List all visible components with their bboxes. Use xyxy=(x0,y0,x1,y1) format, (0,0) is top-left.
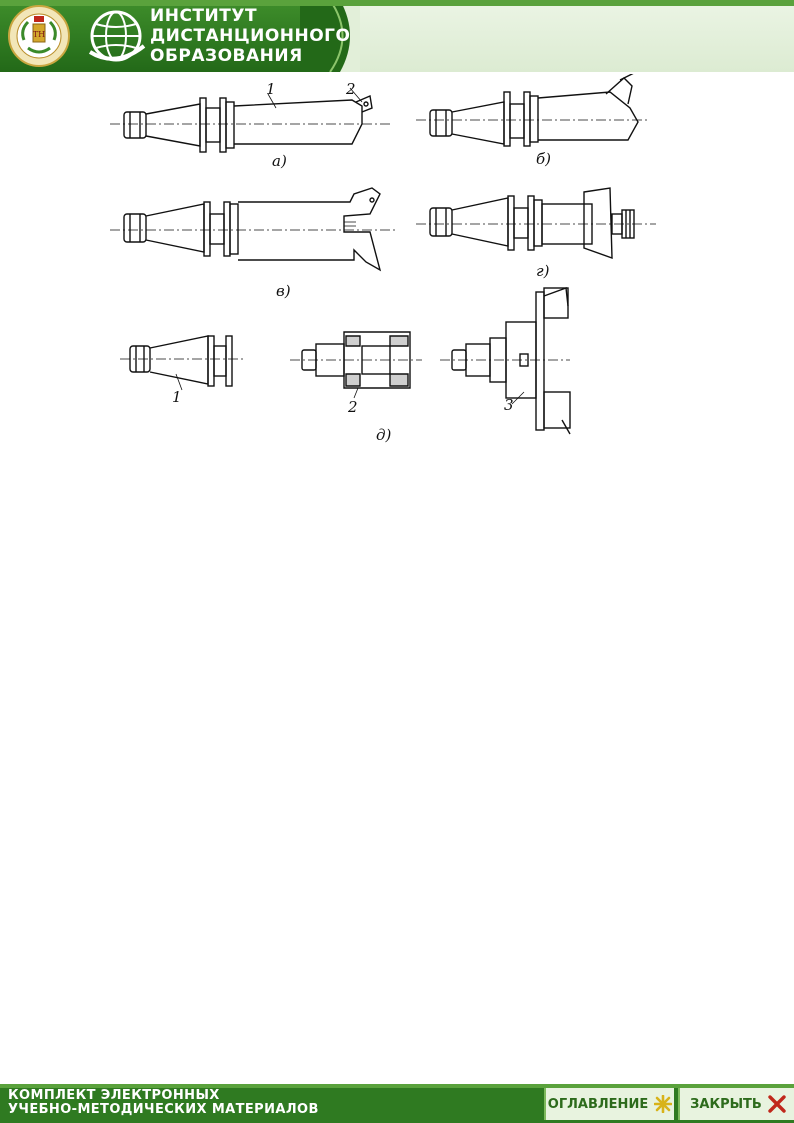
drawing-v xyxy=(110,187,396,272)
table-of-contents-button[interactable]: ОГЛАВЛЕНИЕ xyxy=(544,1088,674,1120)
table-of-contents-label: ОГЛАВЛЕНИЕ xyxy=(547,1096,649,1112)
svg-text:ТН: ТН xyxy=(33,30,45,39)
university-emblem-icon: ТН xyxy=(8,5,70,67)
label-d: д) xyxy=(376,426,392,444)
header-curve-decoration xyxy=(300,0,350,72)
close-icon xyxy=(768,1095,786,1113)
drawing-d xyxy=(120,287,571,435)
drawing-g xyxy=(416,187,656,260)
institute-title: ИНСТИТУТ ДИСТАНЦИОННОГО ОБРАЗОВАНИЯ xyxy=(150,6,350,66)
footer-title: КОМПЛЕКТ ЭЛЕКТРОННЫХ УЧЕБНО-МЕТОДИЧЕСКИХ… xyxy=(8,1089,319,1117)
header-light-panel xyxy=(360,6,794,72)
label-a: а) xyxy=(272,152,287,170)
footer-stripe xyxy=(0,1084,794,1088)
label-b: б) xyxy=(536,150,552,168)
tool-holder-drawing: а) 1 2 б) в) г) 1 2 3 д) xyxy=(100,71,670,454)
globe-icon xyxy=(88,10,146,62)
asterisk-icon xyxy=(654,1095,673,1113)
close-button[interactable]: ЗАКРЫТЬ xyxy=(678,1088,794,1120)
institute-title-line-1: ИНСТИТУТ xyxy=(150,6,258,26)
close-label: ЗАКРЫТЬ xyxy=(690,1096,762,1112)
label-d-part-1: 1 xyxy=(172,388,182,406)
label-d-part-3: 3 xyxy=(504,396,514,414)
header-bar: ТН ИНСТИТУТ ДИСТАНЦИОННОГО ОБРАЗОВАНИЯ xyxy=(0,0,794,72)
tool-holder-drawing-svg xyxy=(110,71,656,435)
footer-title-line-2: УЧЕБНО-МЕТОДИЧЕСКИХ МАТЕРИАЛОВ xyxy=(8,1102,319,1117)
label-g: г) xyxy=(536,262,550,280)
label-part-2: 2 xyxy=(346,80,356,98)
footer-title-line-1: КОМПЛЕКТ ЭЛЕКТРОННЫХ xyxy=(8,1088,220,1103)
drawing-a xyxy=(110,87,390,153)
header-top-stripe xyxy=(0,0,794,6)
institute-title-line-2: ДИСТАНЦИОННОГО xyxy=(150,26,351,46)
label-part-1: 1 xyxy=(266,80,276,98)
label-d-part-2: 2 xyxy=(348,398,358,416)
label-v: в) xyxy=(276,282,291,300)
institute-title-line-3: ОБРАЗОВАНИЯ xyxy=(150,46,303,66)
drawing-b xyxy=(416,71,648,147)
